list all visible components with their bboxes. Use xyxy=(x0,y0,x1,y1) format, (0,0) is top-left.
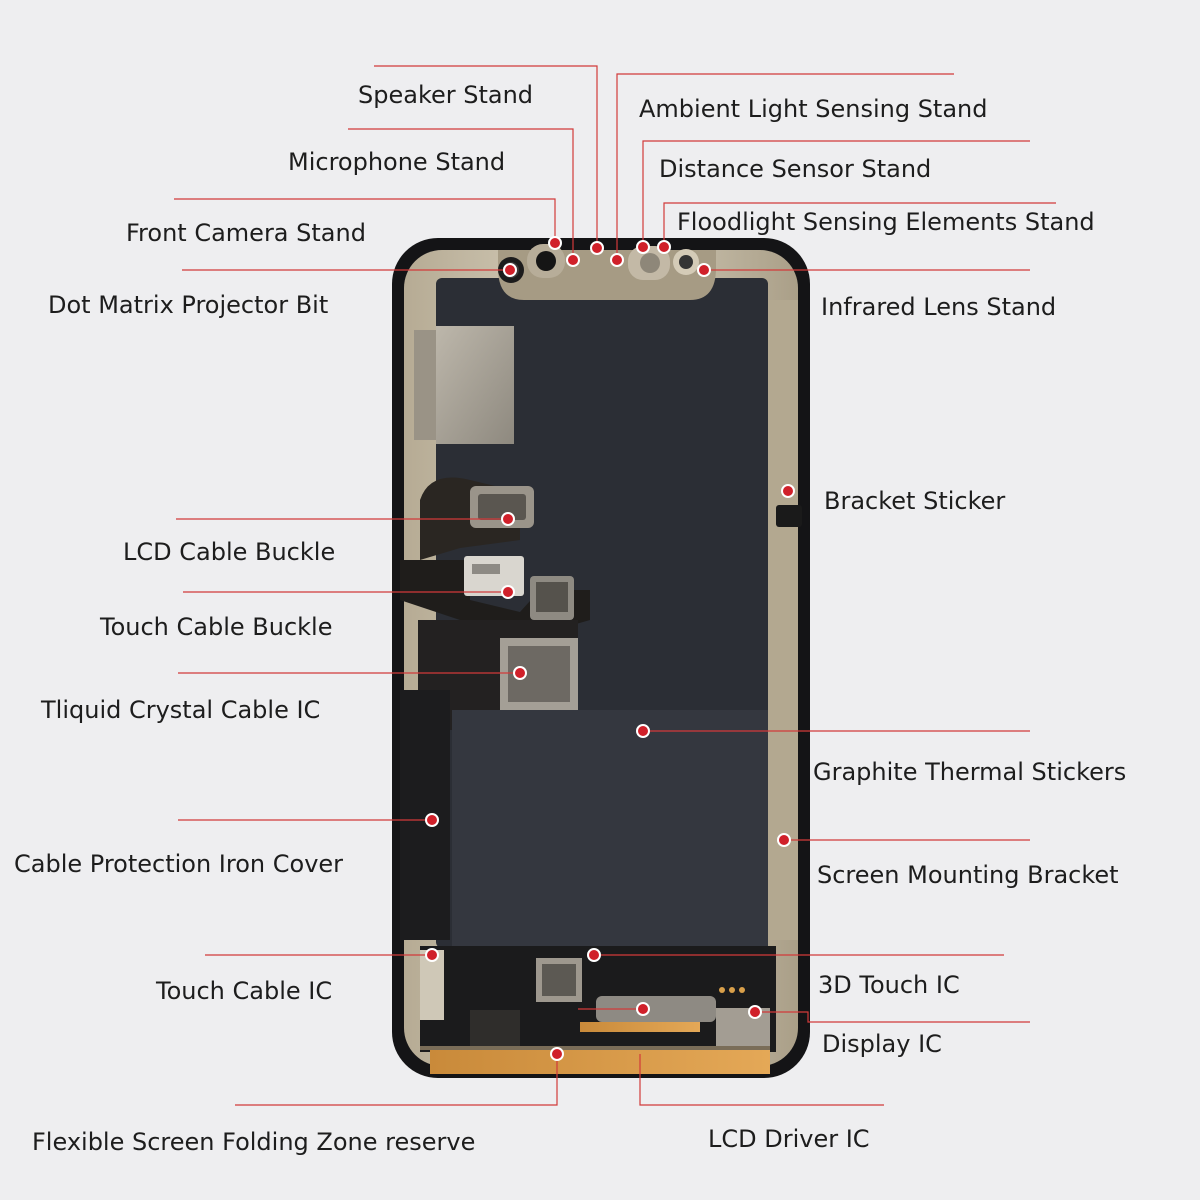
marker-distance-sensor-stand xyxy=(636,240,650,254)
notch-components xyxy=(498,244,699,283)
marker-dot-matrix-projector-bit xyxy=(503,263,517,277)
marker-graphite-thermal-stickers xyxy=(636,724,650,738)
leader-floodlight-sensing-elements-stand xyxy=(663,202,1056,247)
label-dot-matrix-projector-bit: Dot Matrix Projector Bit xyxy=(48,291,329,319)
flex-cables xyxy=(400,477,590,940)
label-microphone-stand: Microphone Stand xyxy=(288,148,506,176)
label-touch-cable-buckle: Touch Cable Buckle xyxy=(100,613,333,641)
label-infrared-lens-stand: Infrared Lens Stand xyxy=(821,293,1057,321)
label-cable-protection-iron-cover: Cable Protection Iron Cover xyxy=(14,850,344,878)
marker-tliquid-crystal-cable-ic xyxy=(513,666,527,680)
label-ambient-light-sensing-stand: Ambient Light Sensing Stand xyxy=(639,95,988,123)
label-touch-cable-ic: Touch Cable IC xyxy=(156,977,333,1005)
marker-display-ic-flex xyxy=(636,1002,650,1016)
marker-flexible-screen-folding-zone xyxy=(550,1047,564,1061)
label-speaker-stand: Speaker Stand xyxy=(358,81,534,109)
label-screen-mounting-bracket: Screen Mounting Bracket xyxy=(817,861,1119,889)
graphite-sticker xyxy=(452,710,768,946)
label-3d-touch-ic: 3D Touch IC xyxy=(818,971,960,999)
leader-display-ic xyxy=(755,1011,1030,1023)
leader-lcd-driver-ic xyxy=(639,1054,884,1106)
label-bracket-sticker: Bracket Sticker xyxy=(824,487,1006,515)
label-flexible-screen-folding-zone-reserve: Flexible Screen Folding Zone reserve xyxy=(32,1128,476,1156)
leader-microphone-stand xyxy=(348,128,574,260)
marker-touch-cable-ic xyxy=(425,948,439,962)
label-tliquid-crystal-cable-ic: Tliquid Crystal Cable IC xyxy=(41,696,321,724)
marker-front-camera-stand xyxy=(548,236,562,250)
leader-flexible-screen-folding-zone xyxy=(235,1054,558,1106)
marker-display-ic xyxy=(748,1005,762,1019)
label-graphite-thermal-stickers: Graphite Thermal Stickers xyxy=(813,758,1127,786)
label-distance-sensor-stand: Distance Sensor Stand xyxy=(659,155,932,183)
marker-speaker-stand xyxy=(590,241,604,255)
marker-dots xyxy=(425,236,795,1061)
metal-shield xyxy=(436,326,514,444)
marker-touch-cable-buckle xyxy=(501,585,515,599)
marker-3d-touch-ic xyxy=(587,948,601,962)
leader-speaker-stand xyxy=(374,65,598,248)
marker-cable-protection-iron-cover xyxy=(425,813,439,827)
metal-shield-edge xyxy=(414,330,436,440)
marker-floodlight-sensing-elements-stand xyxy=(657,240,671,254)
marker-bracket-sticker xyxy=(781,484,795,498)
marker-lcd-cable-buckle xyxy=(501,512,515,526)
label-lcd-cable-buckle: LCD Cable Buckle xyxy=(123,538,336,566)
marker-screen-mounting-bracket xyxy=(777,833,791,847)
leader-ambient-light-sensing-stand xyxy=(616,73,954,260)
label-lcd-driver-ic: LCD Driver IC xyxy=(708,1125,870,1153)
bottom-board xyxy=(420,946,776,1074)
label-display-ic: Display IC xyxy=(822,1030,942,1058)
leader-front-camera-stand xyxy=(174,198,556,243)
label-front-camera-stand: Front Camera Stand xyxy=(126,219,366,247)
marker-microphone-stand xyxy=(566,253,580,267)
label-floodlight-sensing-elements-stand: Floodlight Sensing Elements Stand xyxy=(677,208,1095,236)
marker-infrared-lens-stand xyxy=(697,263,711,277)
leader-distance-sensor-stand xyxy=(642,140,1030,247)
leader-lines xyxy=(174,65,1056,1106)
marker-ambient-light-sensing-stand xyxy=(610,253,624,267)
